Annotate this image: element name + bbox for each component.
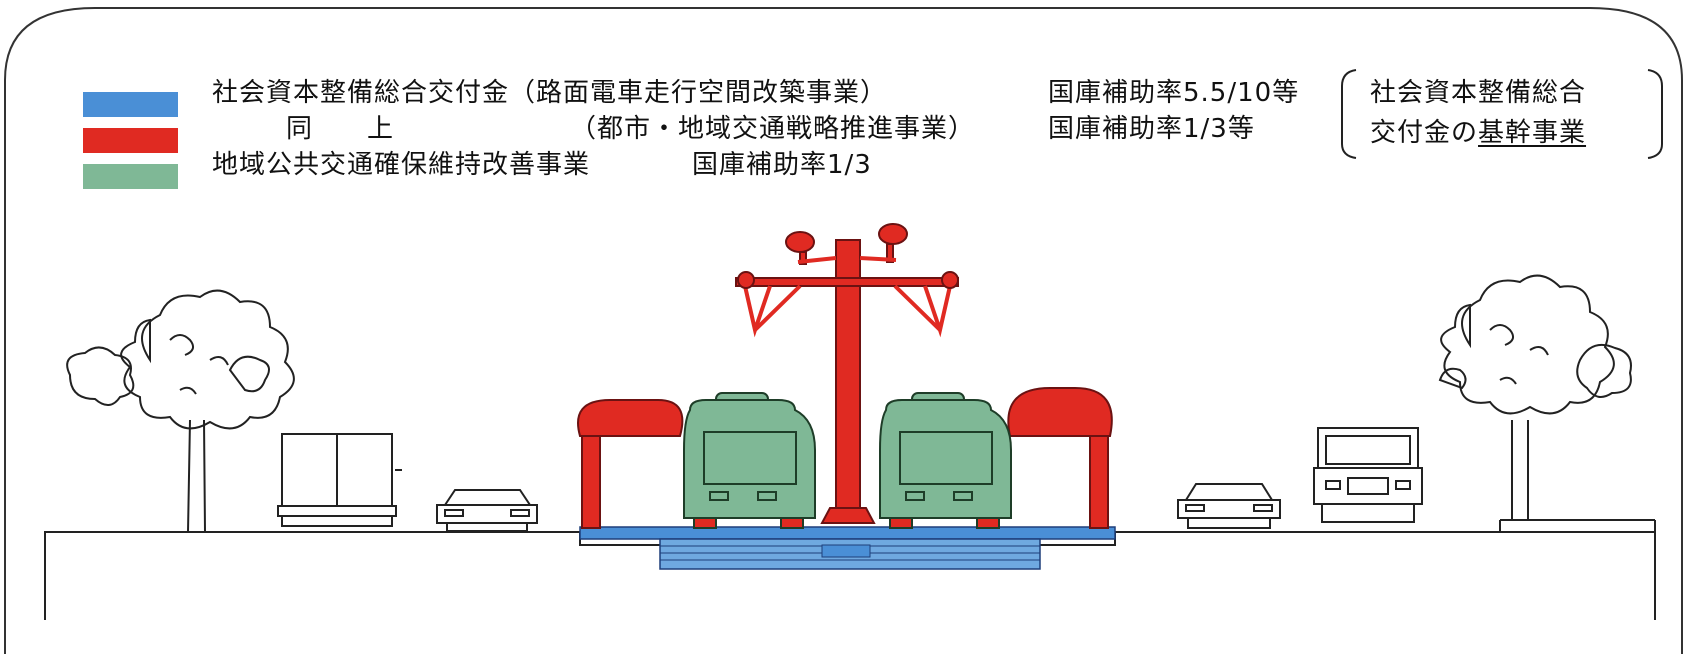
- legend-rate-3: 国庫補助率1/3: [692, 150, 872, 180]
- legend-label-3: 地域公共交通確保維持改善事業: [212, 150, 591, 180]
- legend-swatch-blue: [83, 92, 178, 117]
- truck-front-icon: [1313, 427, 1423, 523]
- tram-right-icon: [879, 392, 1012, 529]
- truck-rear-icon: [277, 433, 402, 527]
- legend-label-1: 社会資本整備総合交付金（路面電車走行空間改築事業）: [212, 78, 888, 108]
- legend-label-2: （都市・地域交通戦略推進事業）: [570, 114, 976, 144]
- shelter-right-icon: [1007, 387, 1113, 529]
- bracket-note-line2: 交付金の基幹事業: [1370, 118, 1586, 148]
- outer-border: [4, 7, 1683, 654]
- bracket-note-line1: 社会資本整備総合: [1370, 78, 1587, 108]
- tree-left-icon: [66, 289, 295, 533]
- legend-swatch-green: [83, 164, 178, 189]
- catenary-pole-icon: [735, 223, 959, 524]
- tree-right-icon: [1438, 274, 1632, 520]
- legend-rate-1: 国庫補助率5.5/10等: [1048, 78, 1300, 108]
- bracket-note-prefix: 交付金の: [1370, 118, 1479, 148]
- legend-rate-2: 国庫補助率1/3等: [1048, 114, 1255, 144]
- bracket-left: [1341, 69, 1357, 159]
- tram-left-icon: [683, 392, 816, 529]
- legend-swatch-red: [83, 128, 178, 153]
- car-left-icon: [436, 489, 538, 532]
- bracket-right: [1647, 69, 1663, 159]
- bracket-note-underlined: 基幹事業: [1478, 118, 1587, 148]
- shelter-left-icon: [577, 399, 684, 529]
- track-bed: [579, 526, 1116, 570]
- car-right-icon: [1177, 483, 1281, 529]
- legend-label-2-same: 同 上: [286, 114, 395, 144]
